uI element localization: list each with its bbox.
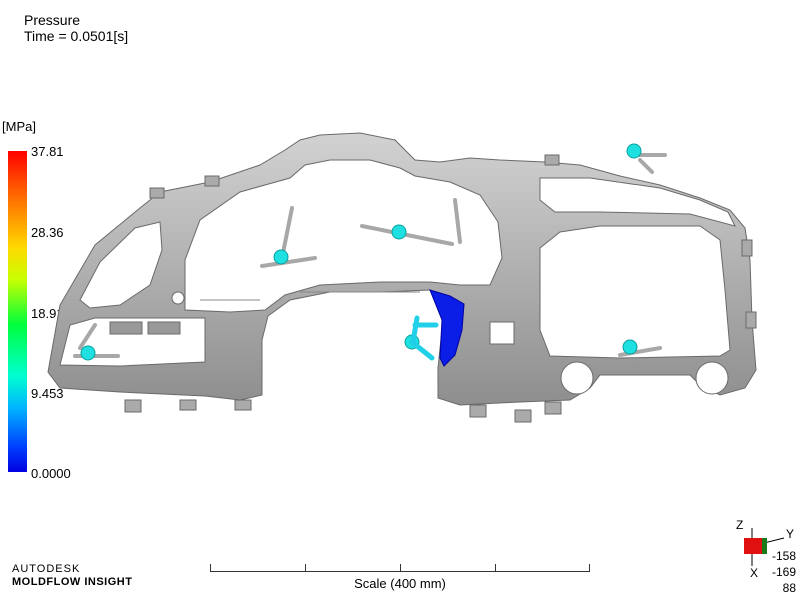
gate-point-right bbox=[622, 339, 638, 355]
rotation-value-1: -158 bbox=[771, 549, 796, 563]
scale-label: Scale (400 mm) bbox=[354, 576, 446, 591]
autodesk-logo: AUTODESK bbox=[12, 563, 81, 575]
orientation-triad[interactable]: Z Y X -158 -169 88 bbox=[720, 518, 800, 600]
triad-cube-green bbox=[762, 538, 767, 554]
scale-tick bbox=[210, 564, 211, 572]
triad-axes bbox=[744, 528, 785, 566]
legend-tick-mid: 18.91 bbox=[31, 306, 64, 321]
scale-tick bbox=[589, 564, 590, 572]
moldflow-insight-logo: MOLDFLOW INSIGHT bbox=[12, 576, 133, 588]
time-readout: Time = 0.0501[s] bbox=[24, 28, 129, 44]
gate-point-left bbox=[80, 345, 96, 361]
runner-system bbox=[73, 153, 667, 358]
color-scale-bar bbox=[8, 151, 27, 472]
legend-tick-min: 0.0000 bbox=[31, 466, 71, 481]
result-name: Pressure bbox=[24, 12, 81, 28]
legend-tick-high: 28.36 bbox=[31, 225, 64, 240]
dashboard-part bbox=[47, 132, 757, 423]
rotation-value-2: -169 bbox=[771, 565, 796, 579]
gate-point-cluster-top bbox=[391, 224, 407, 240]
scale-tick bbox=[495, 564, 496, 572]
gate-point-cluster-left bbox=[273, 249, 289, 265]
scale-tick bbox=[400, 564, 401, 572]
legend-unit: [MPa] bbox=[2, 119, 36, 134]
triad-x-label: X bbox=[750, 566, 759, 580]
triad-cube-red bbox=[744, 538, 762, 554]
center-gate-runner bbox=[409, 315, 439, 361]
melt-front-region bbox=[429, 289, 465, 367]
scale-tick bbox=[305, 564, 306, 572]
result-header: Pressure Time = 0.0501[s] bbox=[24, 12, 128, 44]
triad-y-label: Y bbox=[786, 527, 795, 541]
legend-tick-low: 9.453 bbox=[31, 386, 64, 401]
rotation-value-3: 88 bbox=[782, 581, 796, 595]
triad-z-label: Z bbox=[736, 518, 744, 532]
legend-tick-max: 37.81 bbox=[31, 144, 64, 159]
gate-point-top-right bbox=[626, 143, 642, 159]
